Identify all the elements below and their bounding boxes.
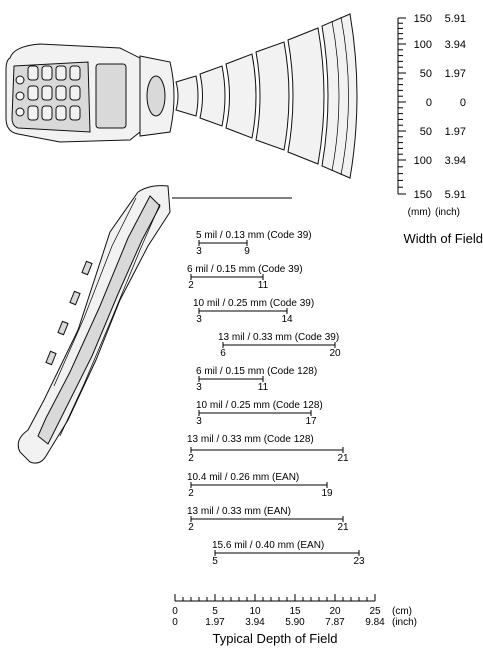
depth-tick-inch: 1.97 bbox=[205, 617, 225, 628]
range-min-label: 3 bbox=[196, 246, 202, 257]
range-max-label: 21 bbox=[337, 522, 349, 533]
range-label: 6 mil / 0.15 mm (Code 39) bbox=[187, 264, 303, 275]
width-tick-inch: 3.94 bbox=[445, 39, 466, 51]
range-label: 6 mil / 0.15 mm (Code 128) bbox=[196, 366, 317, 377]
width-tick-inch: 5.91 bbox=[445, 189, 466, 201]
range-label: 13 mil / 0.33 mm (EAN) bbox=[187, 506, 291, 517]
width-tick-mm: 50 bbox=[420, 68, 432, 80]
depth-tick-cm: 15 bbox=[289, 606, 301, 617]
depth-unit-cm: (cm) bbox=[392, 606, 412, 617]
width-minor-ticks bbox=[398, 22, 403, 188]
depth-tick-cm: 0 bbox=[172, 606, 178, 617]
width-tick-5: 100 3.94 bbox=[398, 155, 466, 167]
range-row: 6 mil / 0.15 mm (Code 39) 2 11 bbox=[187, 264, 303, 291]
scan-fan bbox=[175, 13, 358, 179]
width-tick-inch: 1.97 bbox=[445, 68, 466, 80]
range-min-label: 5 bbox=[212, 556, 218, 567]
depth-of-field-scale: 0 5 10 15 20 25 (cm) 0 1.97 3.94 5.90 7.… bbox=[172, 594, 417, 646]
depth-tick-cm: 20 bbox=[329, 606, 341, 617]
width-tick-0: 150 5.91 bbox=[398, 13, 466, 25]
width-tick-6: 150 5.91 bbox=[398, 189, 466, 201]
range-label: 15.6 mil / 0.40 mm (EAN) bbox=[212, 540, 324, 551]
range-row: 10.4 mil / 0.26 mm (EAN) 2 19 bbox=[187, 472, 333, 499]
width-tick-inch: 3.94 bbox=[445, 155, 466, 167]
depth-tick-inch: 0 bbox=[172, 617, 178, 628]
width-tick-inch: 0 bbox=[460, 97, 466, 109]
range-row: 13 mil / 0.33 mm (EAN) 2 21 bbox=[187, 506, 349, 533]
depth-tick-cm: 25 bbox=[369, 606, 381, 617]
depth-tick-inch: 9.84 bbox=[365, 617, 385, 628]
range-max-label: 11 bbox=[258, 280, 269, 291]
depth-tick-inch: 7.87 bbox=[325, 617, 345, 628]
width-tick-2: 50 1.97 bbox=[398, 68, 466, 80]
width-tick-mm: 100 bbox=[414, 39, 432, 51]
depth-minor-ticks bbox=[174, 594, 376, 601]
range-min-label: 3 bbox=[196, 382, 202, 393]
range-max-label: 23 bbox=[353, 556, 365, 567]
width-of-field-scale: 150 5.91 100 3.94 50 1.97 0 0 50 1.97 10… bbox=[397, 13, 483, 246]
depth-tick-inch: 5.90 bbox=[285, 617, 305, 628]
width-tick-mm: 50 bbox=[420, 126, 432, 138]
scanner-side-view bbox=[17, 185, 292, 464]
range-max-label: 21 bbox=[337, 453, 349, 464]
range-min-label: 3 bbox=[196, 416, 202, 427]
depth-tick-inch: 3.94 bbox=[245, 617, 265, 628]
range-label: 10.4 mil / 0.26 mm (EAN) bbox=[187, 472, 299, 483]
range-min-label: 2 bbox=[188, 488, 194, 499]
range-label: 5 mil / 0.13 mm (Code 39) bbox=[196, 230, 312, 241]
range-row: 13 mil / 0.33 mm (Code 128) 2 21 bbox=[187, 434, 349, 464]
width-of-field-title: Width of Field bbox=[404, 231, 483, 246]
keypad-grid bbox=[15, 65, 81, 121]
range-min-label: 6 bbox=[220, 348, 226, 359]
width-tick-mm: 150 bbox=[414, 189, 432, 201]
range-label: 10 mil / 0.25 mm (Code 39) bbox=[193, 298, 314, 309]
width-tick-3: 0 0 bbox=[398, 97, 466, 109]
width-tick-mm: 150 bbox=[414, 13, 432, 25]
range-min-label: 2 bbox=[188, 280, 194, 291]
range-max-label: 20 bbox=[329, 348, 341, 359]
range-row: 15.6 mil / 0.40 mm (EAN) 5 23 bbox=[212, 540, 365, 567]
width-tick-1: 100 3.94 bbox=[398, 39, 466, 51]
scan-window bbox=[146, 75, 166, 117]
width-tick-inch: 5.91 bbox=[445, 13, 466, 25]
range-max-label: 19 bbox=[321, 488, 333, 499]
depth-tick-cm: 5 bbox=[212, 606, 218, 617]
depth-of-field-title: Typical Depth of Field bbox=[212, 631, 337, 646]
scanner-top-view bbox=[5, 13, 358, 179]
range-min-label: 3 bbox=[196, 314, 202, 325]
width-unit-inch: (inch) bbox=[435, 207, 460, 218]
range-max-label: 11 bbox=[258, 382, 269, 393]
depth-tick-cm: 10 bbox=[249, 606, 261, 617]
range-row: 10 mil / 0.25 mm (Code 39) 3 14 bbox=[193, 298, 314, 325]
display-screen bbox=[95, 63, 127, 129]
width-tick-4: 50 1.97 bbox=[398, 126, 466, 138]
range-min-label: 2 bbox=[188, 453, 194, 464]
range-label: 10 mil / 0.25 mm (Code 128) bbox=[196, 400, 323, 411]
depth-unit-inch: (inch) bbox=[392, 617, 417, 628]
range-min-label: 2 bbox=[188, 522, 194, 533]
range-label: 13 mil / 0.33 mm (Code 39) bbox=[218, 332, 339, 343]
range-row: 5 mil / 0.13 mm (Code 39) 3 9 bbox=[196, 230, 312, 257]
width-tick-mm: 0 bbox=[426, 97, 432, 109]
width-unit-mm: (mm) bbox=[408, 207, 431, 218]
range-row: 10 mil / 0.25 mm (Code 128) 3 17 bbox=[196, 400, 323, 427]
depth-ranges: 5 mil / 0.13 mm (Code 39) 3 9 6 mil / 0.… bbox=[187, 230, 365, 567]
range-max-label: 9 bbox=[244, 246, 250, 257]
range-row: 6 mil / 0.15 mm (Code 128) 3 11 bbox=[196, 366, 317, 393]
range-row: 13 mil / 0.33 mm (Code 39) 6 20 bbox=[218, 332, 341, 359]
range-max-label: 17 bbox=[305, 416, 317, 427]
range-label: 13 mil / 0.33 mm (Code 128) bbox=[187, 434, 314, 445]
width-tick-mm: 100 bbox=[414, 155, 432, 167]
range-max-label: 14 bbox=[281, 314, 293, 325]
width-tick-inch: 1.97 bbox=[445, 126, 466, 138]
